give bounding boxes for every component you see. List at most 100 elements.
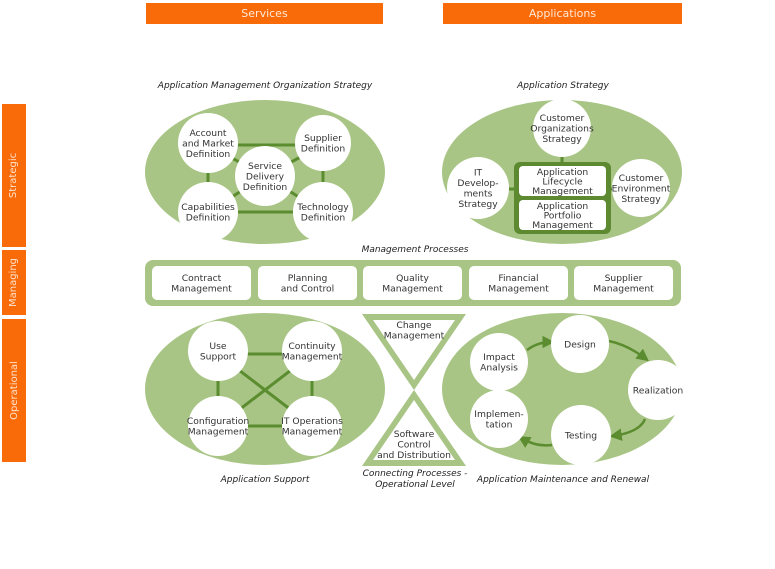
caption-management-processes: Management Processes [361, 245, 469, 255]
app-node-customer-env-circle [612, 159, 670, 217]
org-node-account-circle [178, 113, 238, 173]
management-process-box [258, 266, 357, 300]
maint-node-implementation-circle [470, 390, 528, 448]
management-process-box [574, 266, 673, 300]
maint-node-testing: Testing [551, 405, 611, 465]
management-process-box [152, 266, 251, 300]
management-process-box [363, 266, 462, 300]
services-header: Services [146, 3, 383, 24]
caption-connecting: Connecting Processes - Operational Level [340, 469, 490, 491]
caption-connecting-line-2: Operational Level [375, 480, 455, 490]
maintenance-arrows [517, 335, 649, 448]
app-box-portfolio-rect [519, 200, 606, 230]
maint-node-realization-label: Realization [633, 385, 684, 396]
caption-connecting-line-1: Connecting Processes - [362, 469, 468, 479]
maint-node-design-circle [551, 315, 609, 373]
maint-node-implementation-label: Implemen-tation [474, 409, 523, 431]
side-label-strategic: Strategic [2, 104, 26, 247]
app-node-customer-org-circle [533, 99, 591, 157]
org-node-service-circle [235, 146, 295, 206]
caption-app-support: Application Support [220, 475, 310, 485]
arrow-testing-to-implementation [517, 436, 553, 448]
support-node-configuration-circle [188, 396, 248, 456]
side-label-operational: Operational [2, 319, 26, 462]
maint-node-impact-circle [470, 333, 528, 391]
maint-node-design: Design [551, 315, 609, 373]
org-node-supplier-circle [295, 115, 351, 171]
maint-node-testing-circle [551, 405, 611, 465]
app-box-lifecycle-rect [519, 166, 606, 196]
maint-node-design-label: Design [564, 339, 596, 350]
support-node-use-circle [188, 321, 248, 381]
org-node-technology-circle [293, 182, 353, 242]
maint-node-realization: Realization [628, 360, 688, 420]
maint-node-realization-circle [628, 360, 688, 420]
maint-node-implementation: Implemen-tation [470, 390, 528, 448]
caption-maintenance: Application Maintenance and Renewal [476, 475, 650, 485]
management-process-box [469, 266, 568, 300]
side-label-managing: Managing [2, 250, 26, 315]
arrow-impact-to-design [526, 335, 555, 352]
caption-org-strategy: Application Management Organization Stra… [157, 81, 373, 91]
hourglass-top-inner [373, 320, 455, 380]
arrow-design-to-realization [608, 339, 649, 362]
applications-header: Applications [443, 3, 682, 24]
support-node-itops-circle [282, 396, 342, 456]
arrow-realization-to-testing [609, 418, 647, 441]
org-node-capabilities-circle [178, 182, 238, 242]
hourglass-shape [362, 314, 466, 466]
maint-node-testing-label: Testing [564, 430, 597, 441]
hourglass-bottom-inner [373, 400, 455, 460]
caption-app-strategy: Application Strategy [517, 81, 609, 91]
app-node-it-dev-circle [447, 157, 509, 219]
